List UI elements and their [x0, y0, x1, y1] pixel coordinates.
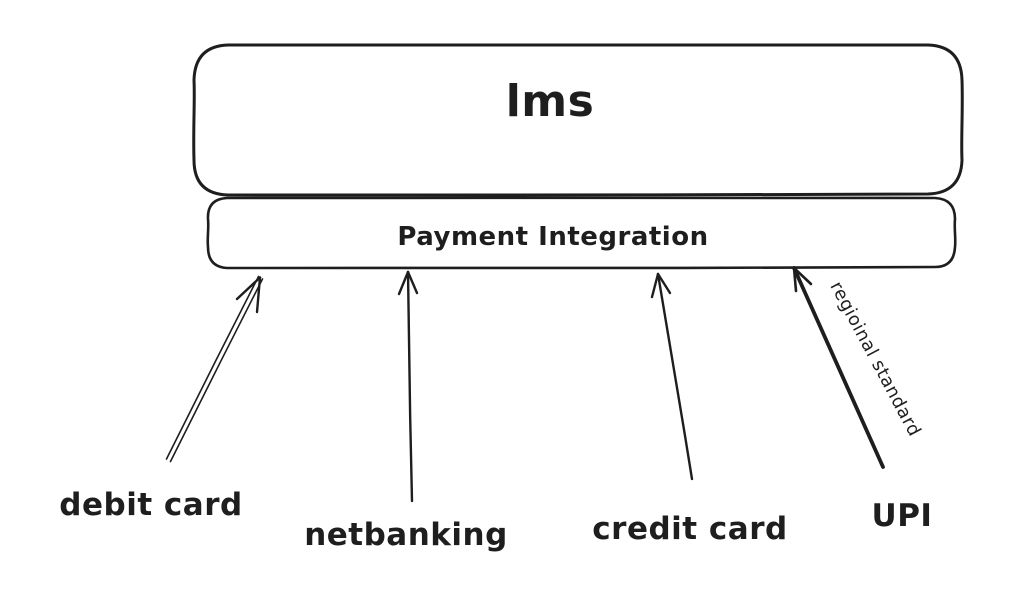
debit-card-label: debit card [59, 487, 243, 523]
upi-label: UPI [871, 498, 933, 534]
upi-arrow [792, 266, 885, 469]
lms-box-label: lms [505, 76, 595, 127]
debit-card-arrow [165, 275, 264, 463]
credit-card-label: credit card [592, 511, 788, 547]
lms-box [192, 42, 964, 197]
netbanking-label: netbanking [304, 517, 508, 553]
payment-integration-box [206, 196, 957, 270]
payment-integration-box-label: Payment Integration [397, 222, 709, 252]
netbanking-arrow [397, 270, 419, 503]
credit-card-arrow [650, 272, 694, 481]
